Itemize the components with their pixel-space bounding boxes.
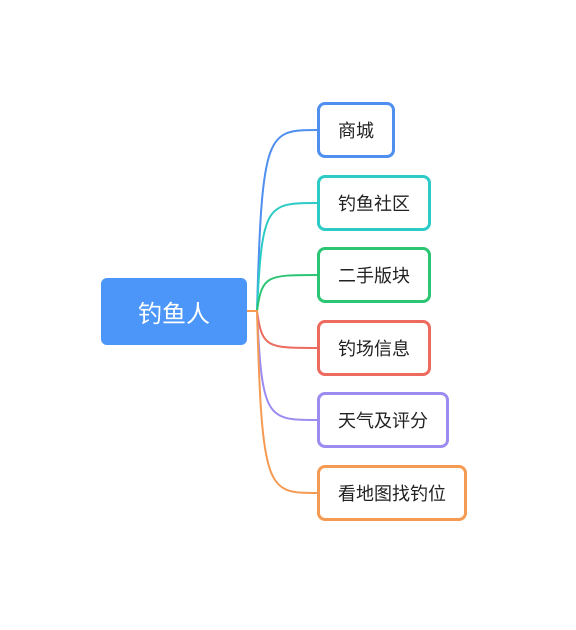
- branch-node-second-hand[interactable]: 二手版块: [317, 247, 431, 303]
- branch-node-map-spots[interactable]: 看地图找钓位: [317, 465, 467, 521]
- branch-node-community[interactable]: 钓鱼社区: [317, 175, 431, 231]
- connector-second-hand: [247, 274, 319, 312]
- branch-node-fishing-spot-info[interactable]: 钓场信息: [317, 320, 431, 376]
- root-node[interactable]: 钓鱼人: [101, 278, 247, 345]
- branch-node-shop[interactable]: 商城: [317, 102, 395, 158]
- connector-community: [247, 202, 319, 312]
- branch-node-weather-rating[interactable]: 天气及评分: [317, 392, 449, 448]
- connector-map-spots: [247, 310, 319, 494]
